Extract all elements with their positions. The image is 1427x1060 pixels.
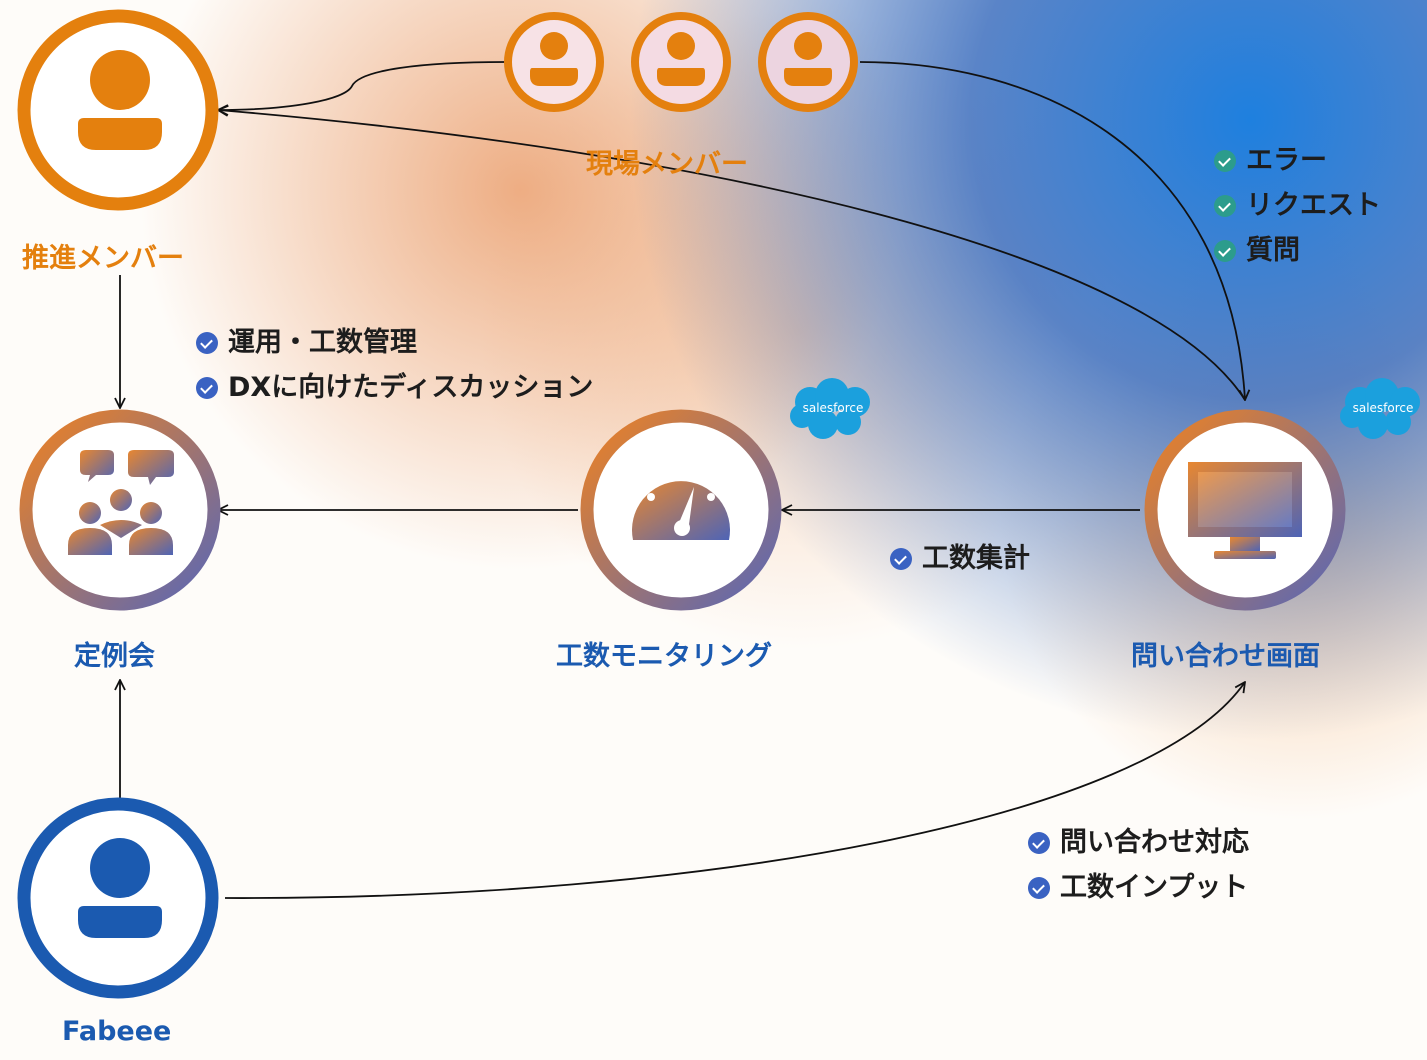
meeting-topics-list: 運用・工数管理 DXに向けたディスカッション — [196, 320, 593, 410]
field-member-3 — [758, 12, 858, 112]
list-item: 運用・工数管理 — [196, 320, 593, 365]
list-item-label: エラー — [1246, 145, 1327, 176]
list-item-label: DXに向けたディスカッション — [228, 372, 594, 403]
cloud-icon — [790, 378, 870, 439]
person-icon — [657, 32, 705, 86]
field-members-node — [504, 12, 858, 112]
salesforce-label-inquiry: salesforce — [1352, 401, 1414, 415]
check-icon — [1214, 149, 1236, 172]
check-icon — [196, 376, 218, 399]
inquiry-node — [1144, 409, 1346, 611]
arrow-fabeee-to-inquiry — [224, 682, 1245, 899]
aggregation-list: 工数集計 — [890, 536, 1030, 581]
list-item: 質問 — [1214, 228, 1381, 273]
promoter-label: 推進メンバー — [22, 243, 184, 274]
fabeee-node — [17, 797, 219, 999]
list-item-label: 質問 — [1246, 235, 1300, 266]
list-item: 工数集計 — [890, 536, 1030, 581]
list-item-label: 運用・工数管理 — [228, 327, 417, 358]
list-item-label: 問い合わせ対応 — [1060, 827, 1249, 858]
list-item: リクエスト — [1214, 183, 1381, 228]
list-item: 問い合わせ対応 — [1028, 820, 1249, 865]
cloud-icon — [1340, 378, 1420, 439]
person-icon — [530, 32, 578, 86]
fabeee-tasks-list: 問い合わせ対応 工数インプット — [1028, 820, 1249, 910]
arrow-inquiry-to-promoter — [218, 110, 1246, 401]
check-icon — [890, 547, 912, 570]
arrow-field-to-promoter — [218, 61, 506, 110]
list-item: DXに向けたディスカッション — [196, 365, 593, 410]
monitor-icon — [1188, 462, 1302, 559]
person-icon — [78, 838, 162, 938]
check-icon — [1214, 194, 1236, 217]
list-item-label: リクエスト — [1246, 190, 1381, 221]
arrow-field-to-inquiry — [859, 61, 1245, 400]
check-icon — [196, 331, 218, 354]
salesforce-badge-monitoring — [790, 378, 870, 439]
salesforce-label-monitoring: salesforce — [802, 401, 864, 415]
promoter-node — [17, 9, 219, 211]
person-icon — [78, 50, 162, 150]
check-icon — [1028, 831, 1050, 854]
field-member-2 — [631, 12, 731, 112]
check-icon — [1028, 876, 1050, 899]
inquiry-types-list: エラー リクエスト 質問 — [1214, 138, 1381, 273]
gauge-icon — [632, 468, 730, 540]
meeting-node — [19, 409, 221, 611]
list-item: 工数インプット — [1028, 865, 1249, 910]
monitoring-label: 工数モニタリング — [556, 641, 772, 672]
meeting-label: 定例会 — [74, 641, 155, 672]
list-item-label: 工数インプット — [1060, 872, 1249, 903]
group-discussion-icon — [68, 450, 174, 555]
list-item-label: 工数集計 — [922, 543, 1030, 574]
monitoring-node — [580, 409, 782, 611]
check-icon — [1214, 239, 1236, 262]
inquiry-label: 問い合わせ画面 — [1131, 641, 1320, 672]
field-member-1 — [504, 12, 604, 112]
salesforce-badge-inquiry — [1340, 378, 1420, 439]
connectors — [120, 61, 1246, 899]
fabeee-label: Fabeee — [62, 1016, 172, 1047]
field-members-label: 現場メンバー — [586, 149, 748, 180]
person-icon — [784, 32, 832, 86]
list-item: エラー — [1214, 138, 1381, 183]
